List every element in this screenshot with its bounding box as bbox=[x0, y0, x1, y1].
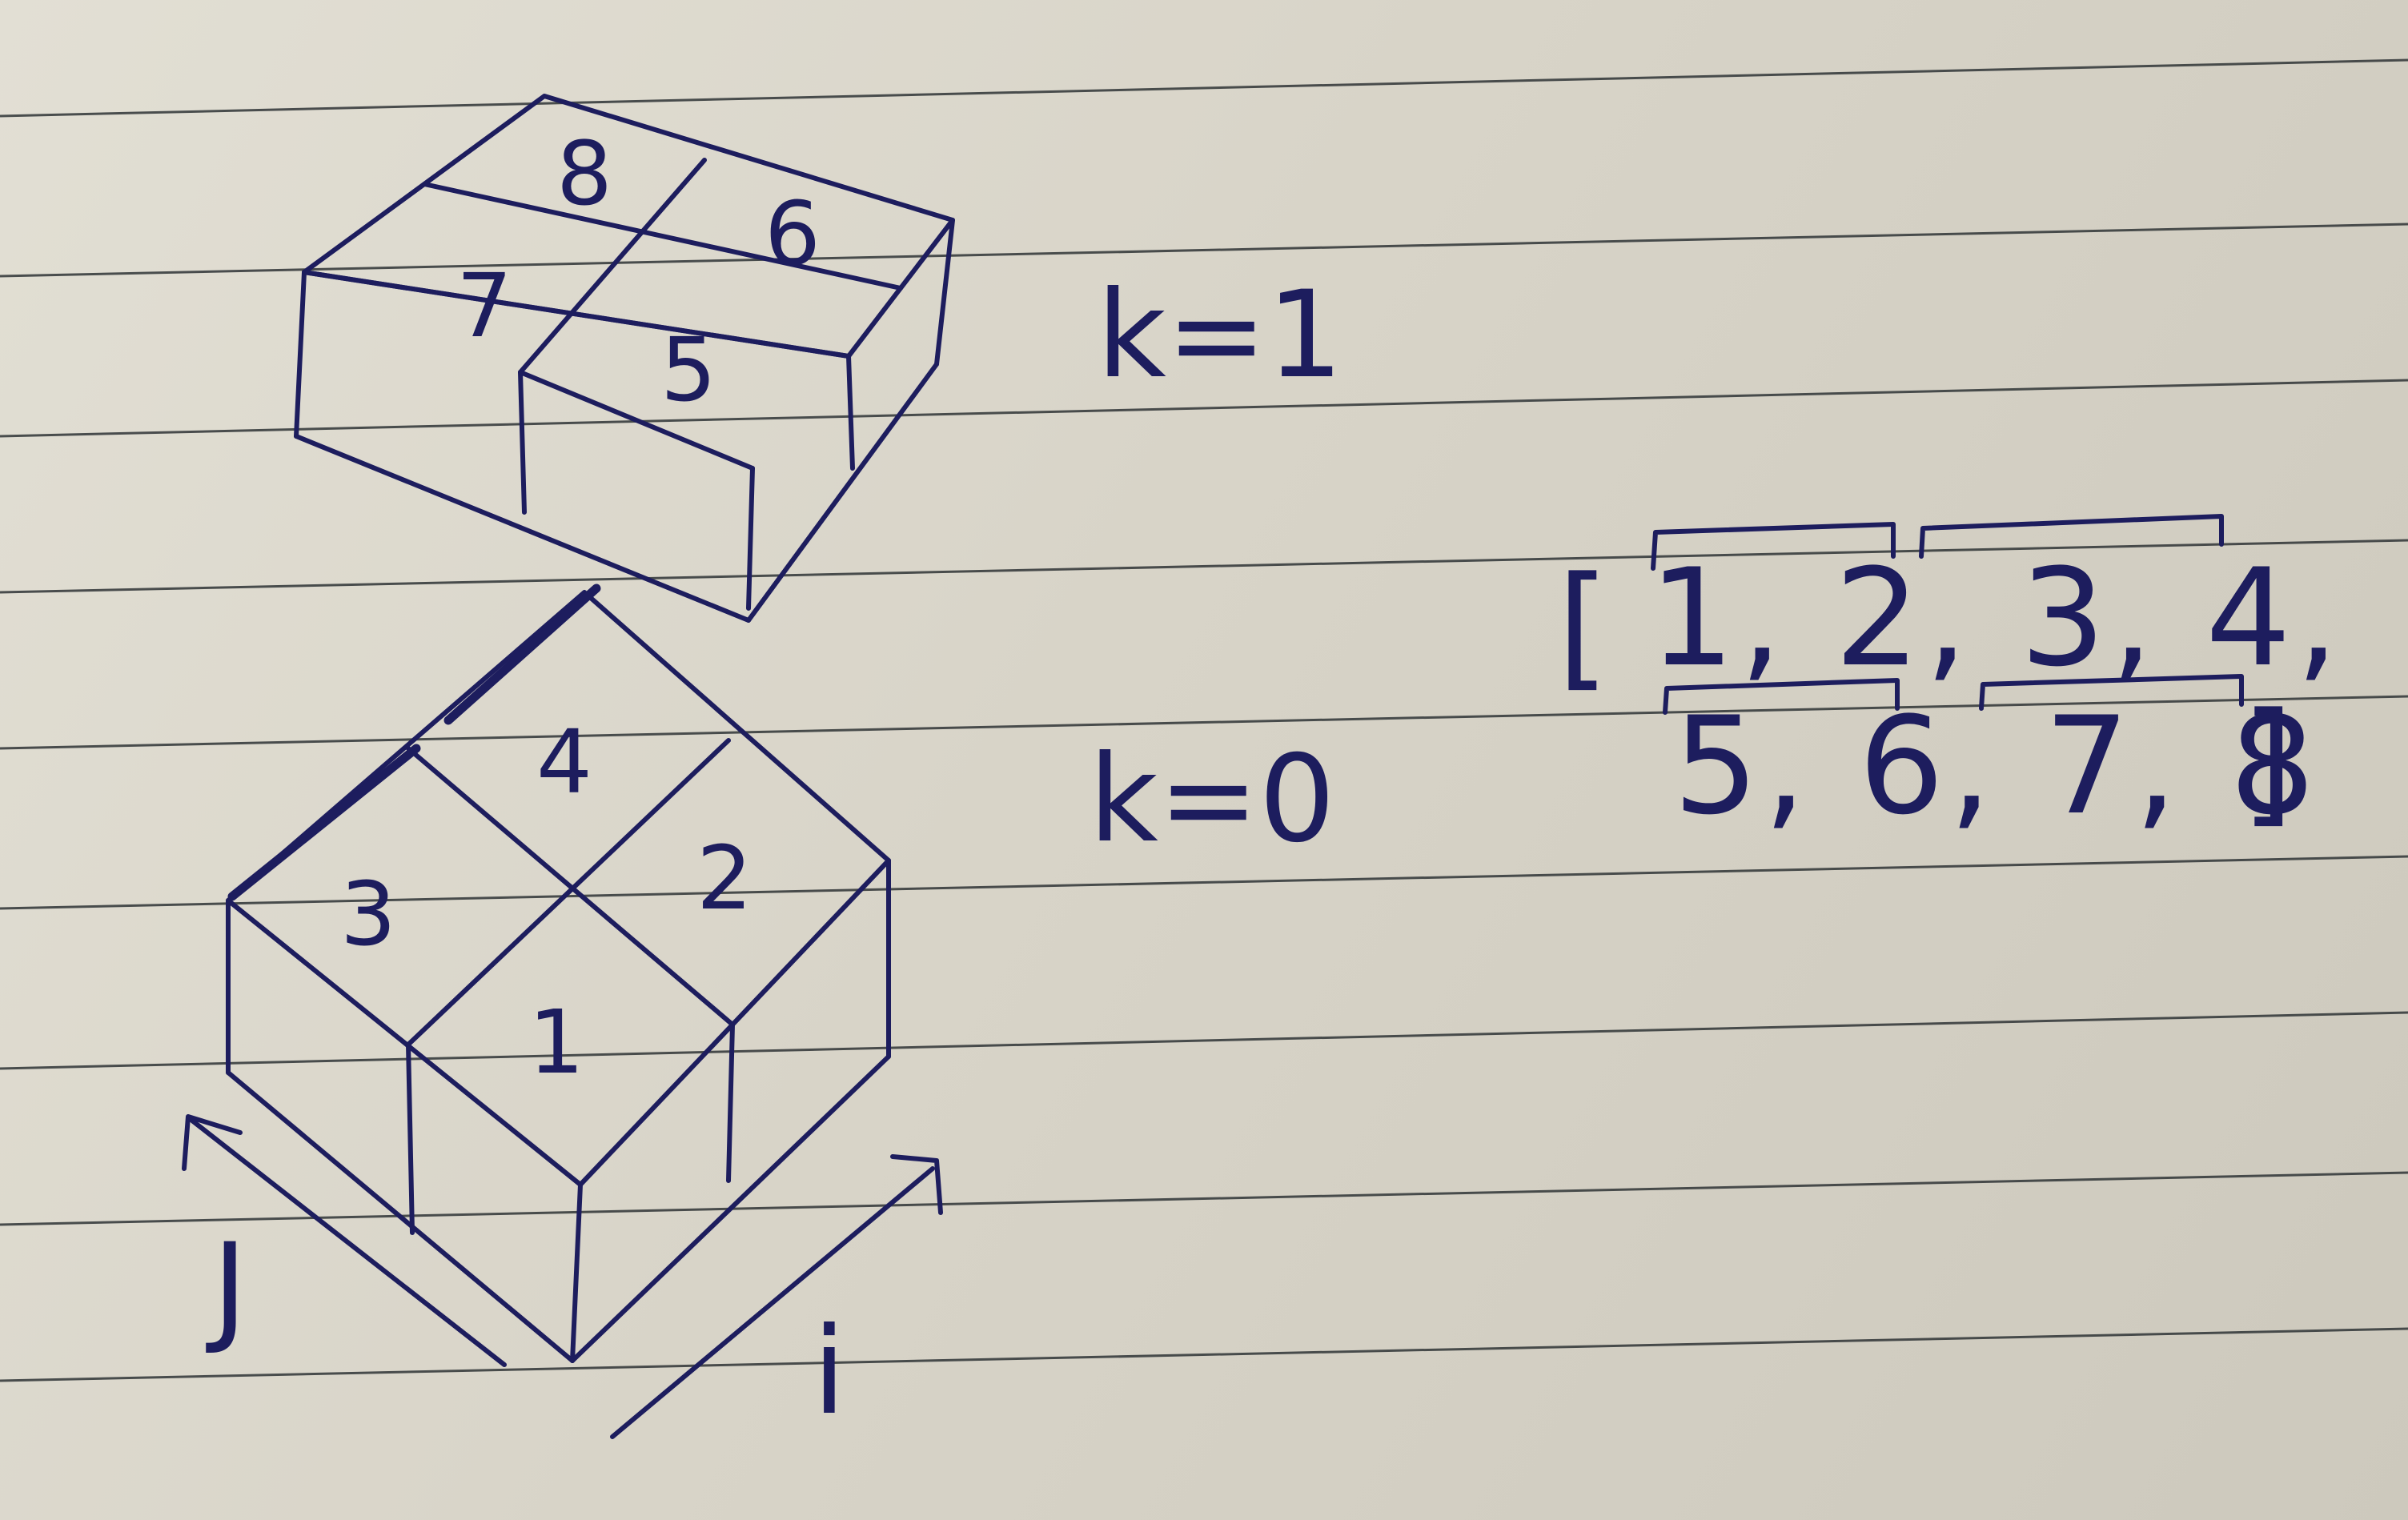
i-axis-label: i bbox=[813, 1302, 846, 1442]
rule-line bbox=[0, 379, 2408, 438]
top-cell-number: 7 bbox=[456, 255, 512, 357]
close-bracket: ] bbox=[2241, 684, 2299, 840]
vertical-edge bbox=[294, 270, 307, 439]
vertical-edge bbox=[846, 354, 855, 471]
vertical-edge bbox=[406, 1042, 415, 1235]
j-axis-arrow: J bbox=[182, 1114, 507, 1367]
front-edge bbox=[518, 370, 755, 471]
bottom-edge bbox=[294, 434, 751, 623]
bottom-cell-number: 4 bbox=[536, 711, 592, 813]
bottom-edge bbox=[746, 362, 939, 623]
group-bracket bbox=[1663, 678, 1900, 715]
ruled-lines bbox=[0, 58, 2408, 1382]
bottom-cube-edges bbox=[226, 590, 891, 1363]
bottom-cell-number: 2 bbox=[696, 827, 752, 929]
rule-line bbox=[0, 539, 2408, 594]
vertical-edge bbox=[726, 1022, 735, 1183]
group-bracket bbox=[1979, 674, 2244, 711]
group-bracket bbox=[1919, 514, 2224, 559]
top-cube-edges bbox=[294, 94, 955, 623]
rule-line bbox=[0, 223, 2408, 278]
vertical-edge bbox=[746, 466, 755, 611]
top-cell-number: 6 bbox=[765, 182, 821, 285]
bottom-cube-block: 4 3 2 1 bbox=[226, 584, 891, 1363]
i-axis-arrow: i bbox=[610, 1154, 943, 1442]
top-face-divider bbox=[518, 158, 707, 375]
rule-line bbox=[0, 1011, 2408, 1070]
array-row-1: 1, 2, 3, 4, bbox=[1649, 539, 2343, 696]
emphasized-edge bbox=[443, 584, 601, 725]
bottom-face-divider bbox=[406, 746, 735, 1027]
array-row-2: 5, 6, 7, 8 bbox=[1673, 688, 2320, 844]
bottom-cell-number: 3 bbox=[340, 863, 396, 965]
group-bracket bbox=[1651, 522, 1896, 571]
bottom-edge bbox=[226, 1070, 575, 1363]
rule-line bbox=[0, 1327, 2408, 1382]
bottom-cell-number: 1 bbox=[528, 991, 584, 1093]
vertical-edge bbox=[934, 218, 955, 367]
i-arrowhead-icon bbox=[890, 1154, 943, 1215]
top-face-outline bbox=[302, 94, 955, 359]
bottom-top-face-outline bbox=[226, 590, 891, 1187]
k1-label: k=1 bbox=[1097, 266, 1343, 405]
flattened-array: [ 1, 2, 3, 4, 5, 6, 7, 8 ] bbox=[1557, 514, 2343, 844]
top-cell-number: 5 bbox=[660, 319, 716, 421]
emphasized-edge bbox=[227, 744, 421, 901]
rule-line bbox=[0, 58, 2408, 118]
grouping-brackets bbox=[1651, 514, 2244, 715]
rule-line bbox=[0, 1171, 2408, 1226]
bottom-face-divider bbox=[406, 738, 731, 1047]
top-cell-number: 8 bbox=[556, 122, 612, 225]
top-cube-block: 8 6 7 5 bbox=[294, 94, 955, 623]
rule-line bbox=[0, 855, 2408, 910]
top-face-divider bbox=[422, 182, 903, 291]
j-axis-label: J bbox=[206, 1218, 247, 1358]
open-bracket: [ bbox=[1557, 547, 1615, 704]
k0-label: k=0 bbox=[1089, 730, 1335, 869]
bottom-edge bbox=[570, 1054, 891, 1363]
j-arrowhead-icon bbox=[182, 1114, 243, 1171]
j-arrow-line bbox=[190, 1118, 507, 1367]
rule-line bbox=[0, 695, 2408, 750]
front-edge bbox=[302, 270, 851, 359]
vertical-edge bbox=[518, 370, 527, 515]
i-arrow-line bbox=[610, 1166, 935, 1439]
vertical-edge bbox=[570, 1182, 583, 1363]
